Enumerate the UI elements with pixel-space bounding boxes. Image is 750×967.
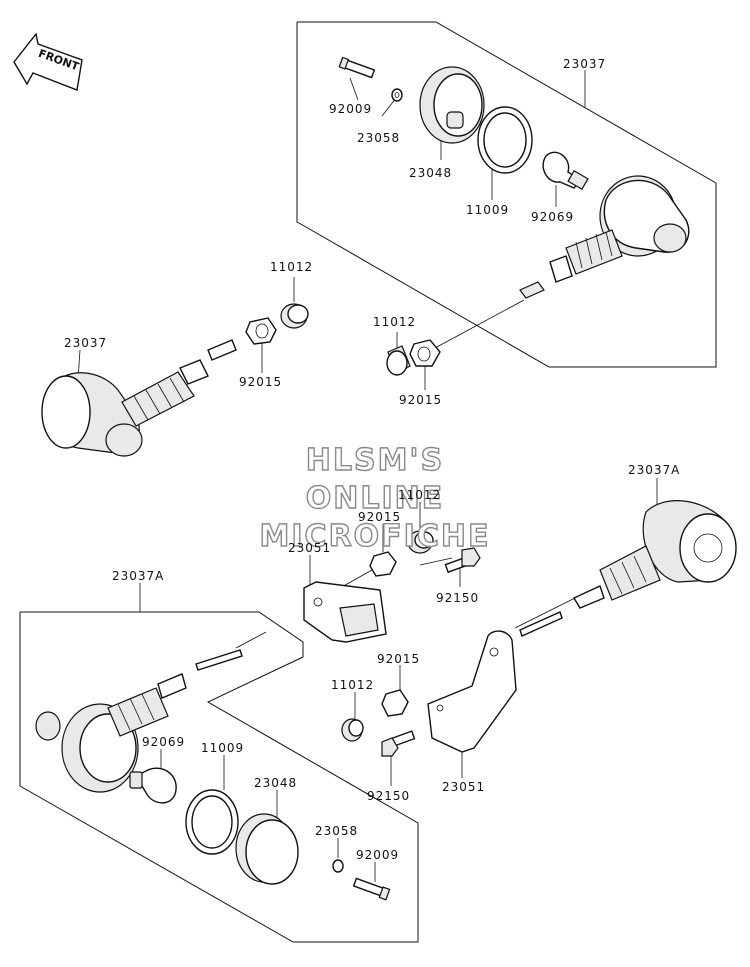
watermark: HLSM'S ONLINE MICROFICHE <box>259 442 491 554</box>
bottom-lens-23048 <box>235 813 299 885</box>
right-lower-nut-92015 <box>381 689 409 717</box>
label-top-bulb: 92069 <box>531 210 574 224</box>
left-bracket-23051 <box>303 581 387 643</box>
bolt-upper-92150 <box>444 547 481 574</box>
label-top-lens: 23048 <box>409 166 452 180</box>
top-assembly-23037 <box>519 175 690 299</box>
center-nut-92015 <box>369 551 397 577</box>
label-left-nut: 92015 <box>239 375 282 389</box>
label-left-assembly: 23037 <box>64 336 107 350</box>
label-top-box-assembly: 23037 <box>563 57 606 71</box>
label-right-lower-bushing: 11012 <box>331 678 374 692</box>
label-bottom-lens: 23048 <box>254 776 297 790</box>
leader-lines <box>77 70 658 882</box>
label-left-bushing: 11012 <box>270 260 313 274</box>
label-bottom-gasket: 11009 <box>201 741 244 755</box>
bottom-assembly-23037A <box>35 649 243 793</box>
label-top-right-nut: 92015 <box>399 393 442 407</box>
bottom-washer-23058 <box>332 859 344 873</box>
front-arrow-icon: FRONT <box>13 32 83 91</box>
top-group-outline <box>296 21 717 368</box>
label-bottom-box-assembly: 23037A <box>112 569 164 583</box>
label-bottom-screw: 92009 <box>356 848 399 862</box>
label-bolt-lower: 92150 <box>367 789 410 803</box>
top-screw-92009 <box>338 56 376 79</box>
top-gasket-11009 <box>477 106 533 174</box>
right-assembly-23037A <box>519 500 737 637</box>
left-bushing-11012 <box>280 303 309 329</box>
bottom-group-outline <box>19 611 419 943</box>
top-right-nut-92015 <box>409 339 441 367</box>
label-bottom-washer: 23058 <box>315 824 358 838</box>
top-right-bushing-11012 <box>386 345 411 376</box>
label-top-screw: 92009 <box>329 102 372 116</box>
label-center-bushing: 11012 <box>398 488 441 502</box>
label-right-lower-nut: 92015 <box>377 652 420 666</box>
top-bulb-92069 <box>542 151 589 191</box>
bottom-gasket-11009 <box>185 789 239 855</box>
bolt-lower-92150 <box>381 730 416 757</box>
bottom-screw-92009 <box>352 877 391 901</box>
part-labels: 23037 92009 23058 23048 11009 92069 1101… <box>64 57 680 862</box>
right-bracket-23051 <box>427 630 517 753</box>
left-nut-92015 <box>245 317 277 345</box>
watermark-line-1: HLSM'S <box>306 443 444 478</box>
left-assembly-23037 <box>41 339 237 457</box>
label-top-gasket: 11009 <box>466 203 509 217</box>
label-bottom-bulb: 92069 <box>142 735 185 749</box>
watermark-line-3: MICROFICHE <box>260 519 491 554</box>
top-lens-23048 <box>419 66 485 144</box>
bottom-bulb-92069 <box>129 767 177 804</box>
label-bolt-upper: 92150 <box>436 591 479 605</box>
label-center-nut: 92015 <box>358 510 401 524</box>
label-right-bracket: 23051 <box>442 780 485 794</box>
label-top-right-bushing: 11012 <box>373 315 416 329</box>
label-right-assembly: 23037A <box>628 463 680 477</box>
right-lower-bushing-11012 <box>341 718 364 742</box>
watermark-line-2: ONLINE <box>306 481 445 516</box>
label-top-washer: 23058 <box>357 131 400 145</box>
label-left-bracket: 23051 <box>288 541 331 555</box>
top-washer-23058 <box>391 88 403 102</box>
center-bushing-11012 <box>407 530 434 554</box>
